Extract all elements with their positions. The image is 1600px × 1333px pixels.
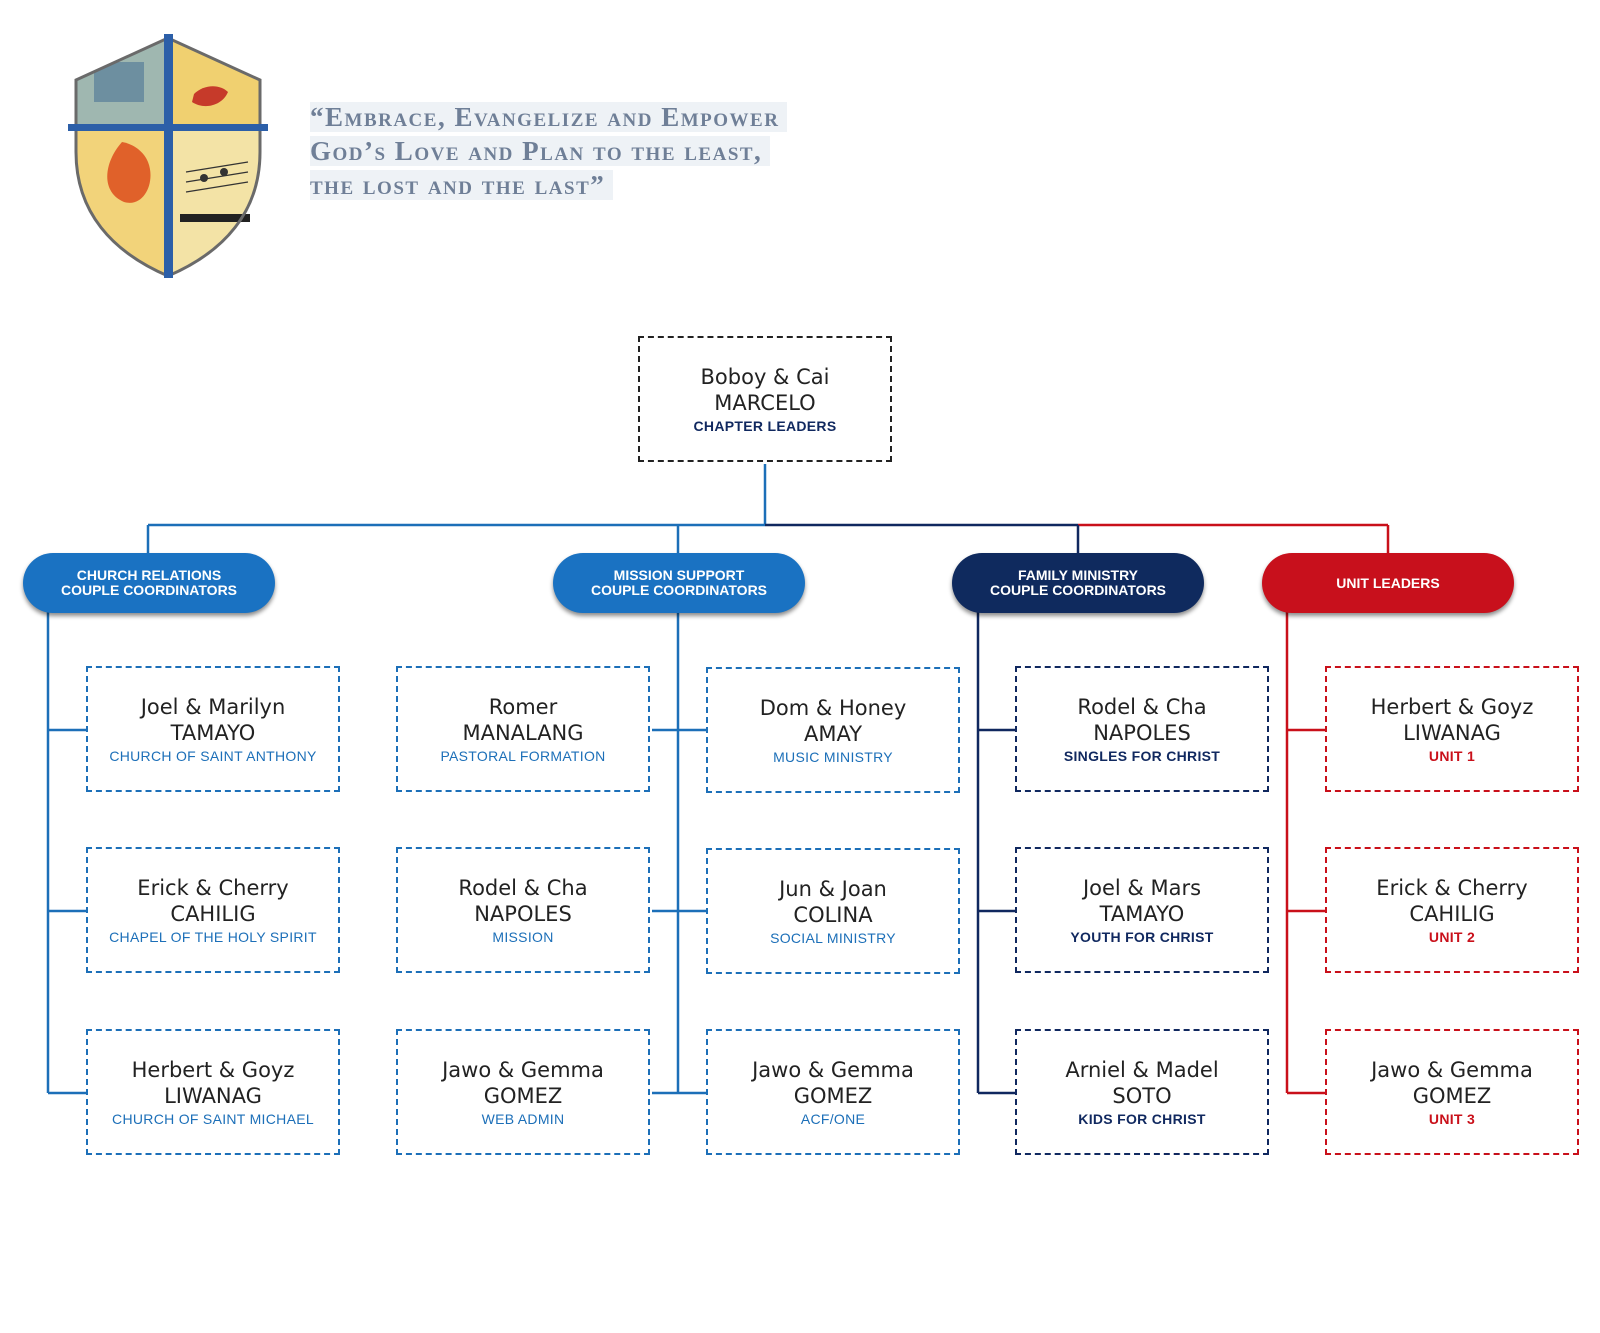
member-name: Dom & Honey <box>759 695 907 720</box>
member-role: CHAPEL OF THE HOLY SPIRIT <box>109 928 317 945</box>
motto-line-2: God’s Love and Plan to the least, <box>310 134 787 168</box>
church-relations-header: CHURCH RELATIONS COUPLE COORDINATORS <box>23 553 275 613</box>
member-role: CHURCH OF SAINT ANTHONY <box>109 747 317 764</box>
motto-line-1: “Embrace, Evangelize and Empower <box>310 100 788 134</box>
member-name: Romer <box>488 694 558 719</box>
piano-keys-icon <box>180 214 250 222</box>
motto-line-3: the lost and the last” <box>310 168 787 202</box>
cross-icon <box>164 34 173 278</box>
family-ministry-header: FAMILY MINISTRY COUPLE COORDINATORS <box>952 553 1204 613</box>
member-box: Herbert & Goyz LIWANAG UNIT 1 <box>1325 666 1579 792</box>
member-box: Erick & Cherry CAHILIG CHAPEL OF THE HOL… <box>86 847 340 973</box>
member-role: SINGLES FOR CHRIST <box>1063 747 1221 764</box>
chapter-leaders-box: Boboy & Cai MARCELO CHAPTER LEADERS <box>638 336 892 462</box>
member-surname: AMAY <box>803 721 863 746</box>
top-surname: MARCELO <box>714 390 816 415</box>
member-surname: MANALANG <box>462 720 584 745</box>
member-box: Herbert & Goyz LIWANAG CHURCH OF SAINT M… <box>86 1029 340 1155</box>
member-box: Joel & Marilyn TAMAYO CHURCH OF SAINT AN… <box>86 666 340 792</box>
member-name: Erick & Cherry <box>137 875 289 900</box>
member-surname: TAMAYO <box>170 720 256 745</box>
member-name: Rodel & Cha <box>458 875 588 900</box>
member-surname: CAHILIG <box>170 901 256 926</box>
member-surname: TAMAYO <box>1099 901 1185 926</box>
shield-logo <box>68 34 268 278</box>
member-box: Jawo & Gemma GOMEZ UNIT 3 <box>1325 1029 1579 1155</box>
pill-line: FAMILY MINISTRY <box>1017 567 1139 583</box>
member-role: KIDS FOR CHRIST <box>1078 1110 1206 1127</box>
pill-line: UNIT LEADERS <box>1336 574 1440 591</box>
member-role: UNIT 2 <box>1428 928 1476 945</box>
member-surname: SOTO <box>1112 1083 1172 1108</box>
member-role: CHURCH OF SAINT MICHAEL <box>112 1110 314 1127</box>
pill-line: COUPLE COORDINATORS <box>989 582 1167 598</box>
member-box: Joel & Mars TAMAYO YOUTH FOR CHRIST <box>1015 847 1269 973</box>
member-name: Jawo & Gemma <box>442 1057 604 1082</box>
pill-line: CHURCH RELATIONS <box>76 567 222 583</box>
member-role: WEB ADMIN <box>481 1110 565 1127</box>
member-role: UNIT 3 <box>1428 1110 1476 1127</box>
member-name: Jawo & Gemma <box>1371 1057 1533 1082</box>
member-name: Joel & Marilyn <box>140 694 286 719</box>
pill-line: COUPLE COORDINATORS <box>590 582 768 598</box>
member-box: Rodel & Cha NAPOLES SINGLES FOR CHRIST <box>1015 666 1269 792</box>
member-name: Jun & Joan <box>779 876 887 901</box>
member-box: Rodel & Cha NAPOLES MISSION <box>396 847 650 973</box>
member-role: PASTORAL FORMATION <box>440 747 606 764</box>
mission-support-header: MISSION SUPPORT COUPLE COORDINATORS <box>553 553 805 613</box>
member-role: ACF/ONE <box>800 1110 866 1127</box>
member-surname: LIWANAG <box>164 1083 262 1108</box>
member-name: Herbert & Goyz <box>131 1057 295 1082</box>
member-box: Romer MANALANG PASTORAL FORMATION <box>396 666 650 792</box>
member-box: Jawo & Gemma GOMEZ ACF/ONE <box>706 1029 960 1155</box>
member-surname: LIWANAG <box>1403 720 1501 745</box>
member-name: Rodel & Cha <box>1077 694 1207 719</box>
motto: “Embrace, Evangelize and Empower God’s L… <box>310 100 788 202</box>
member-name: Arniel & Madel <box>1065 1057 1219 1082</box>
member-box: Dom & Honey AMAY MUSIC MINISTRY <box>706 667 960 793</box>
member-role: YOUTH FOR CHRIST <box>1070 928 1214 945</box>
member-surname: GOMEZ <box>1412 1083 1492 1108</box>
member-surname: NAPOLES <box>1093 720 1191 745</box>
member-role: UNIT 1 <box>1428 747 1476 764</box>
pill-line: COUPLE COORDINATORS <box>60 582 238 598</box>
top-name: Boboy & Cai <box>700 364 830 389</box>
member-surname: GOMEZ <box>483 1083 563 1108</box>
member-name: Jawo & Gemma <box>752 1057 914 1082</box>
pill-line: MISSION SUPPORT <box>613 567 745 583</box>
member-surname: COLINA <box>793 902 873 927</box>
member-name: Joel & Mars <box>1082 875 1202 900</box>
member-role: MISSION <box>492 928 554 945</box>
member-surname: CAHILIG <box>1409 901 1495 926</box>
heart-icon <box>192 86 228 107</box>
member-box: Jun & Joan COLINA SOCIAL MINISTRY <box>706 848 960 974</box>
top-role: CHAPTER LEADERS <box>693 417 837 434</box>
dove-icon <box>107 142 151 203</box>
member-box: Erick & Cherry CAHILIG UNIT 2 <box>1325 847 1579 973</box>
member-role: SOCIAL MINISTRY <box>770 929 896 946</box>
member-surname: NAPOLES <box>474 901 572 926</box>
member-surname: GOMEZ <box>793 1083 873 1108</box>
member-box: Jawo & Gemma GOMEZ WEB ADMIN <box>396 1029 650 1155</box>
member-name: Erick & Cherry <box>1376 875 1528 900</box>
unit-leaders-header: UNIT LEADERS <box>1262 553 1514 613</box>
member-box: Arniel & Madel SOTO KIDS FOR CHRIST <box>1015 1029 1269 1155</box>
member-role: MUSIC MINISTRY <box>773 748 893 765</box>
member-name: Herbert & Goyz <box>1370 694 1534 719</box>
